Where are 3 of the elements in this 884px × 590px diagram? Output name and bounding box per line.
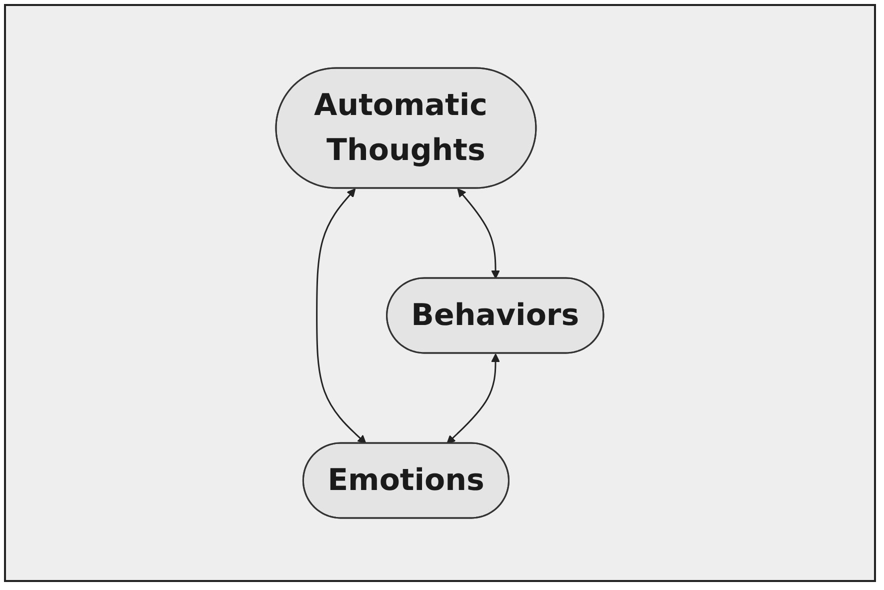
arrow xyxy=(316,188,367,444)
arrow xyxy=(446,354,500,444)
arrow xyxy=(458,188,500,279)
